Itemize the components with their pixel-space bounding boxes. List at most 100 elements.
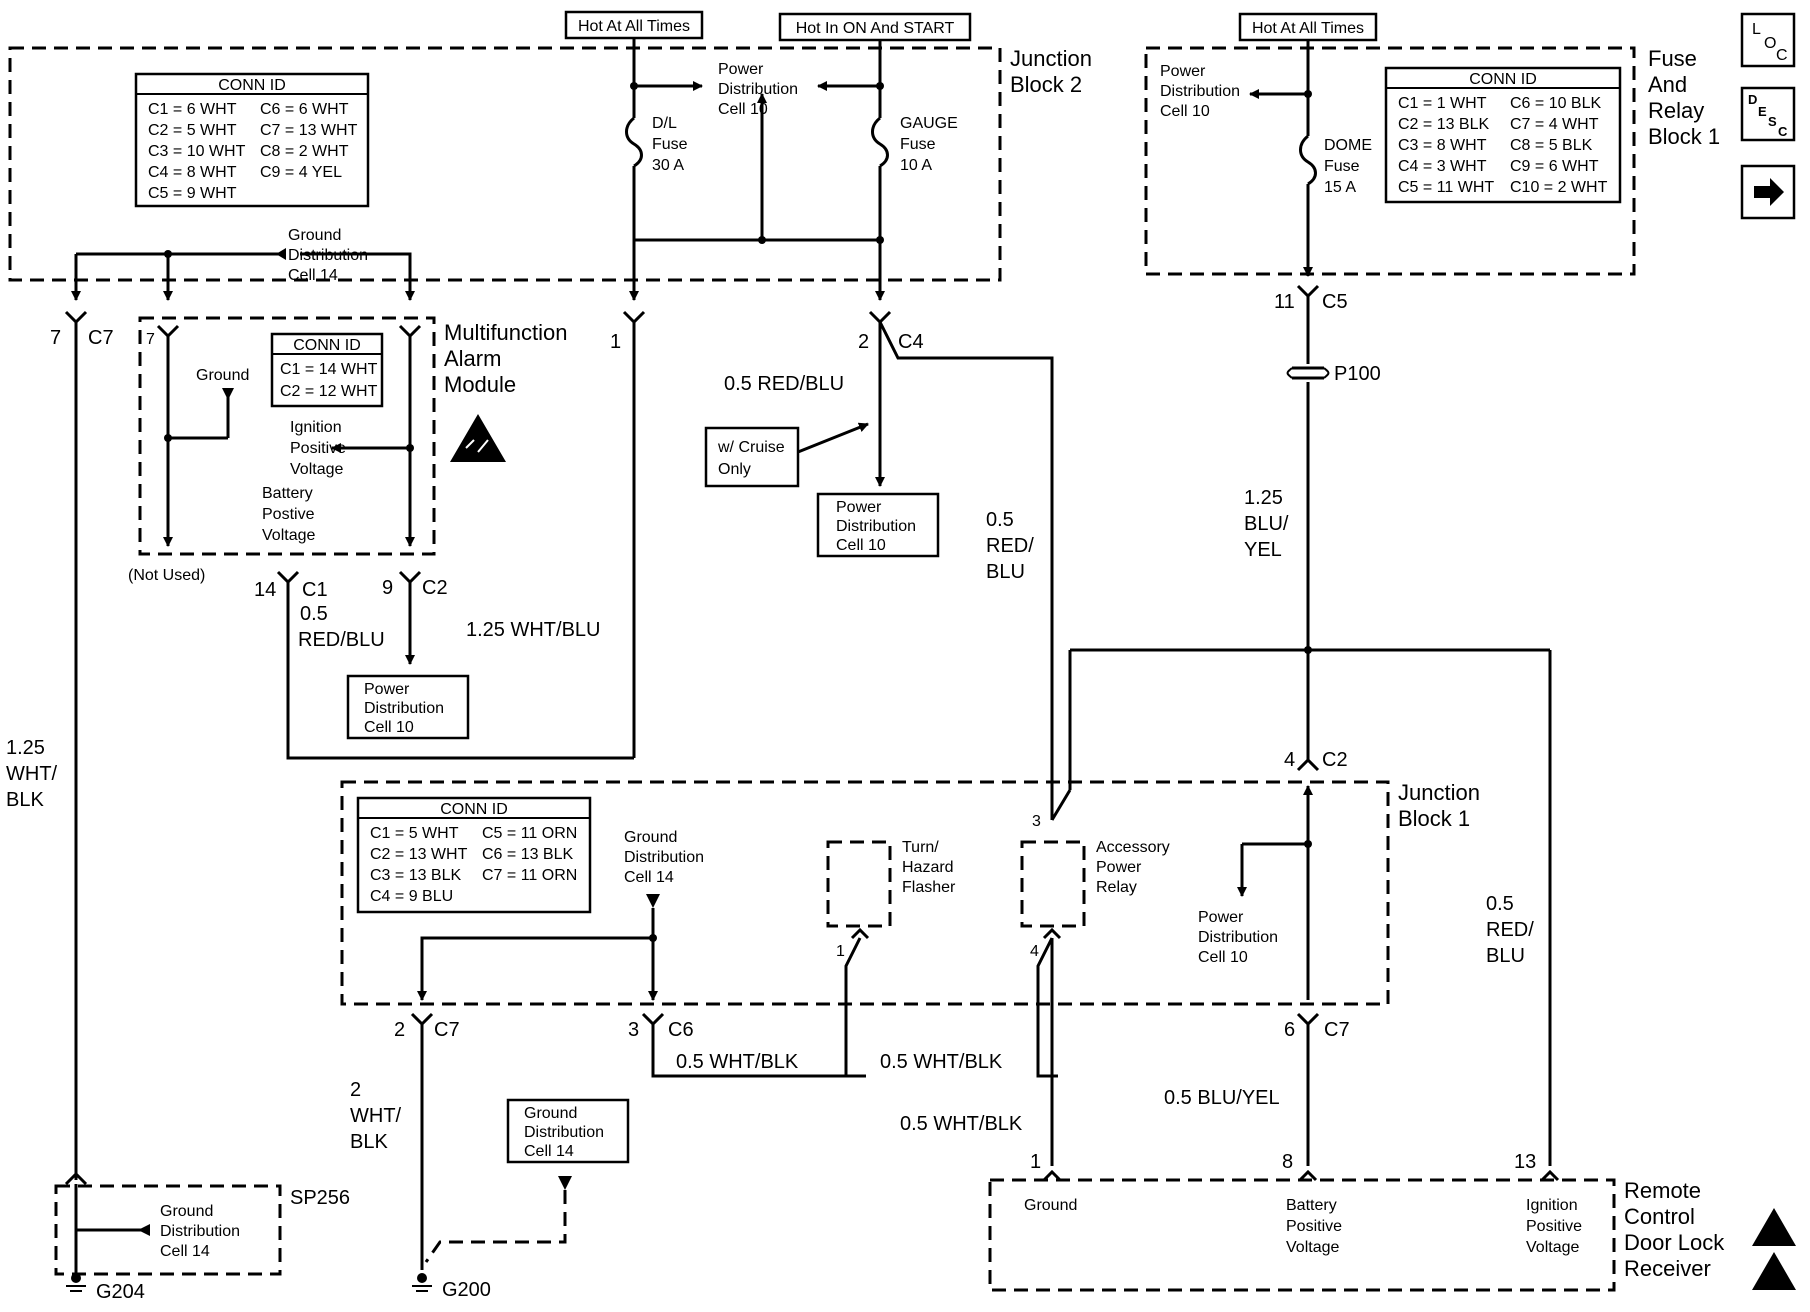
loc-icon[interactable]: L O C: [1740, 12, 1796, 68]
hot-at-all-times-label-1: Hot At All Times: [564, 10, 704, 40]
svg-text:1.25: 1.25: [6, 737, 45, 759]
accessory-power-relay-label: Accessory Power Relay: [1096, 839, 1170, 896]
splice-dot: [1304, 90, 1312, 98]
svg-text:Ground: Ground: [624, 829, 677, 846]
svg-text:Ground: Ground: [524, 1105, 577, 1122]
fuse-relay-block-1-boundary: [1144, 46, 1636, 276]
mam-conn-id-table: CONN ID C1 = 14 WHT C2 = 12 WHT: [270, 332, 384, 408]
jb1-c2-pin: 4: [1284, 749, 1295, 771]
svg-text:C: C: [1776, 47, 1788, 64]
svg-text:Power: Power: [836, 499, 882, 516]
desc-icon[interactable]: D E S C: [1740, 86, 1796, 142]
sp256-box: [54, 1184, 282, 1276]
svg-text:C7 = 11 ORN: C7 = 11 ORN: [482, 867, 577, 884]
svg-text:Cell 14: Cell 14: [160, 1243, 210, 1260]
svg-text:And: And: [1648, 72, 1687, 97]
ground-arrow: [138, 1224, 150, 1236]
mam-ground-label: Ground: [196, 367, 249, 384]
svg-text:Positive: Positive: [1526, 1218, 1582, 1235]
junction-block-2-title-2: Block 2: [1010, 72, 1082, 97]
mam-not-used-label: (Not Used): [128, 567, 205, 584]
svg-text:RED/BLU: RED/BLU: [298, 629, 385, 651]
dome-fuse-label: DOME Fuse 15 A: [1324, 137, 1372, 196]
hot-at-all-times-label-2: Hot At All Times: [1238, 12, 1378, 42]
jb2-conn-id-table: CONN ID C1 = 6 WHT C2 = 5 WHT C3 = 10 WH…: [134, 72, 370, 208]
svg-text:C7 = 4 WHT: C7 = 4 WHT: [1510, 116, 1599, 133]
ground-symbol-g204: [66, 1273, 86, 1292]
relay-pin3: 3: [1032, 813, 1041, 830]
mam-c2-pin: 9: [382, 577, 393, 599]
svg-text:C1 = 5 WHT: C1 = 5 WHT: [370, 825, 459, 842]
svg-text:Ignition: Ignition: [290, 419, 342, 436]
ground-symbol-g200: [412, 1273, 432, 1292]
wht-blk-flasher-wire-label: 0.5 WHT/BLK: [880, 1051, 1003, 1073]
mam-c2-label: C2: [422, 577, 448, 599]
sp256-label: SP256: [290, 1187, 350, 1209]
svg-text:C3 = 10 WHT: C3 = 10 WHT: [148, 143, 246, 160]
svg-text:0.5: 0.5: [986, 509, 1014, 531]
svg-text:C4 = 8 WHT: C4 = 8 WHT: [148, 164, 237, 181]
ground-arrow: [222, 388, 234, 400]
svg-text:Control: Control: [1624, 1204, 1695, 1229]
svg-text:C2 = 13 WHT: C2 = 13 WHT: [370, 846, 468, 863]
svg-text:Distribution: Distribution: [160, 1223, 240, 1240]
svg-text:Relay: Relay: [1648, 98, 1704, 123]
svg-text:Power: Power: [718, 61, 764, 78]
pd10-mam-box: Power Distribution Cell 10: [346, 674, 470, 740]
splice-dot: [164, 434, 172, 442]
g204-label: G204: [96, 1281, 145, 1303]
jb1-power-distribution-label: Power Distribution Cell 10: [1198, 909, 1278, 966]
svg-text:C1 = 1 WHT: C1 = 1 WHT: [1398, 95, 1487, 112]
svg-text:YEL: YEL: [1244, 539, 1282, 561]
red-blu-relay-wire-label: 0.5 RED/ BLU: [986, 509, 1034, 583]
accessory-power-relay: [1020, 840, 1086, 928]
rcdl-ground-label: Ground: [1024, 1197, 1077, 1214]
jb1-c7a-label: C7: [434, 1019, 460, 1041]
svg-text:BLU: BLU: [986, 561, 1025, 583]
frb-c5-label: C5: [1322, 291, 1348, 313]
svg-text:Cell 10: Cell 10: [836, 537, 886, 554]
dl-fuse-label: D/L Fuse 30 A: [652, 115, 688, 174]
svg-text:C8 = 5 BLK: C8 = 5 BLK: [1510, 137, 1593, 154]
svg-text:D/L: D/L: [652, 115, 677, 132]
wht-blu-wire-label: 1.25 WHT/BLU: [466, 619, 600, 641]
svg-text:Block 1: Block 1: [1398, 806, 1470, 831]
svg-text:Ground: Ground: [160, 1203, 213, 1220]
svg-text:C3 = 13 BLK: C3 = 13 BLK: [370, 867, 462, 884]
splice-dot: [649, 934, 657, 942]
svg-text:Positive: Positive: [1286, 1218, 1342, 1235]
svg-text:30 A: 30 A: [652, 157, 684, 174]
svg-text:Accessory: Accessory: [1096, 839, 1170, 856]
svg-text:Ignition: Ignition: [1526, 1197, 1578, 1214]
jb1-c6-pin: 3: [628, 1019, 639, 1041]
red-blu-rcdl-wire-label: 0.5 RED/ BLU: [1486, 893, 1534, 967]
svg-text:Cell 10: Cell 10: [1198, 949, 1248, 966]
svg-text:C7 = 13 WHT: C7 = 13 WHT: [260, 122, 358, 139]
splice-dot: [1304, 840, 1312, 848]
svg-text:C5 = 11 WHT: C5 = 11 WHT: [1398, 179, 1494, 196]
blu-yel-05-wire-label: 0.5 BLU/YEL: [1164, 1087, 1280, 1109]
splice-dot: [876, 82, 884, 90]
svg-text:C: C: [1778, 124, 1788, 139]
svg-text:S: S: [1768, 114, 1777, 129]
svg-text:Only: Only: [718, 461, 751, 478]
svg-text:Door Lock: Door Lock: [1624, 1230, 1725, 1255]
red-blu-c4-wire-label: 0.5 RED/BLU: [724, 373, 844, 395]
jb2-pin1: 1: [610, 331, 621, 353]
svg-text:Turn/: Turn/: [902, 839, 939, 856]
svg-text:15 A: 15 A: [1324, 179, 1356, 196]
svg-text:0.5: 0.5: [300, 603, 328, 625]
svg-text:Flasher: Flasher: [902, 879, 956, 896]
dome-fuse-symbol: [1299, 134, 1317, 186]
svg-text:Remote: Remote: [1624, 1178, 1701, 1203]
svg-text:L: L: [1752, 21, 1761, 38]
arrow-right-icon[interactable]: [1740, 164, 1796, 220]
jb1-ground-distribution-label: Ground Distribution Cell 14: [624, 829, 704, 886]
svg-text:Cell 14: Cell 14: [288, 267, 338, 284]
svg-text:C4 = 3 WHT: C4 = 3 WHT: [1398, 158, 1487, 175]
jb2-c7-label: C7: [88, 327, 114, 349]
cruise-only-note: w/ Cruise Only: [704, 426, 800, 488]
svg-text:D: D: [1748, 92, 1757, 107]
svg-text:Postive: Postive: [262, 506, 315, 523]
svg-text:BLU/: BLU/: [1244, 513, 1289, 535]
